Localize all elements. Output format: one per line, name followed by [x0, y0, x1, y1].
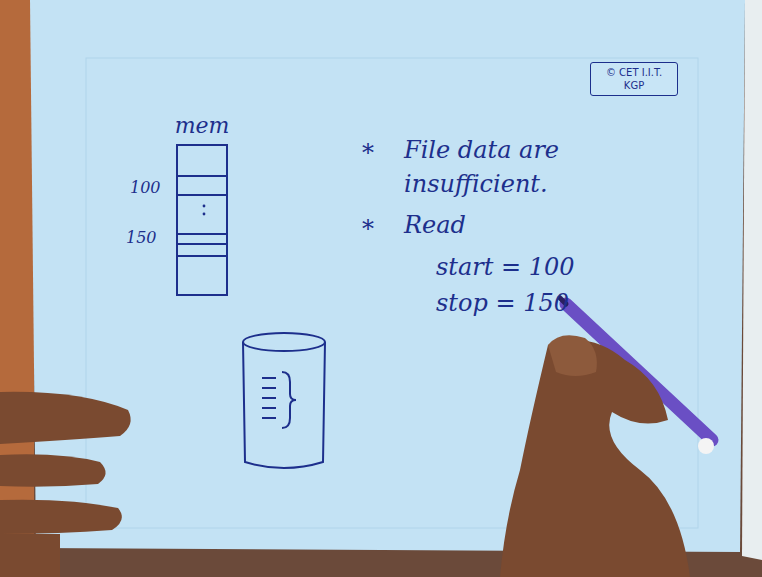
address-number: 150	[126, 228, 168, 248]
paper-stack	[742, 0, 762, 560]
memory-outline	[176, 144, 228, 296]
cell-line	[178, 194, 226, 196]
note-text: Read	[404, 208, 524, 242]
cell-line	[178, 255, 226, 257]
ellipsis-dot	[203, 205, 206, 208]
assignment: start = 100	[436, 250, 606, 284]
disk-symbol	[243, 333, 325, 468]
cell-line	[178, 175, 226, 177]
right-hand-with-pen	[500, 298, 714, 577]
wood-edge	[0, 0, 34, 577]
note-text: File data are insufficient.	[404, 133, 604, 201]
assignment: stop = 150	[436, 286, 606, 320]
memory-block: mem	[172, 112, 232, 296]
address-number: 100	[130, 178, 172, 198]
cell-line	[178, 233, 226, 235]
memory-cells	[178, 146, 226, 294]
ellipsis-dot	[203, 213, 206, 216]
memory-heading: mem	[172, 112, 232, 140]
bullet: *	[362, 136, 382, 170]
bullet: *	[362, 212, 382, 246]
cell-line	[178, 243, 226, 245]
left-hand	[0, 392, 131, 577]
copyright-box: © CET I.I.T. KGP	[590, 62, 678, 96]
copyright-text: © CET I.I.T. KGP	[595, 66, 673, 92]
